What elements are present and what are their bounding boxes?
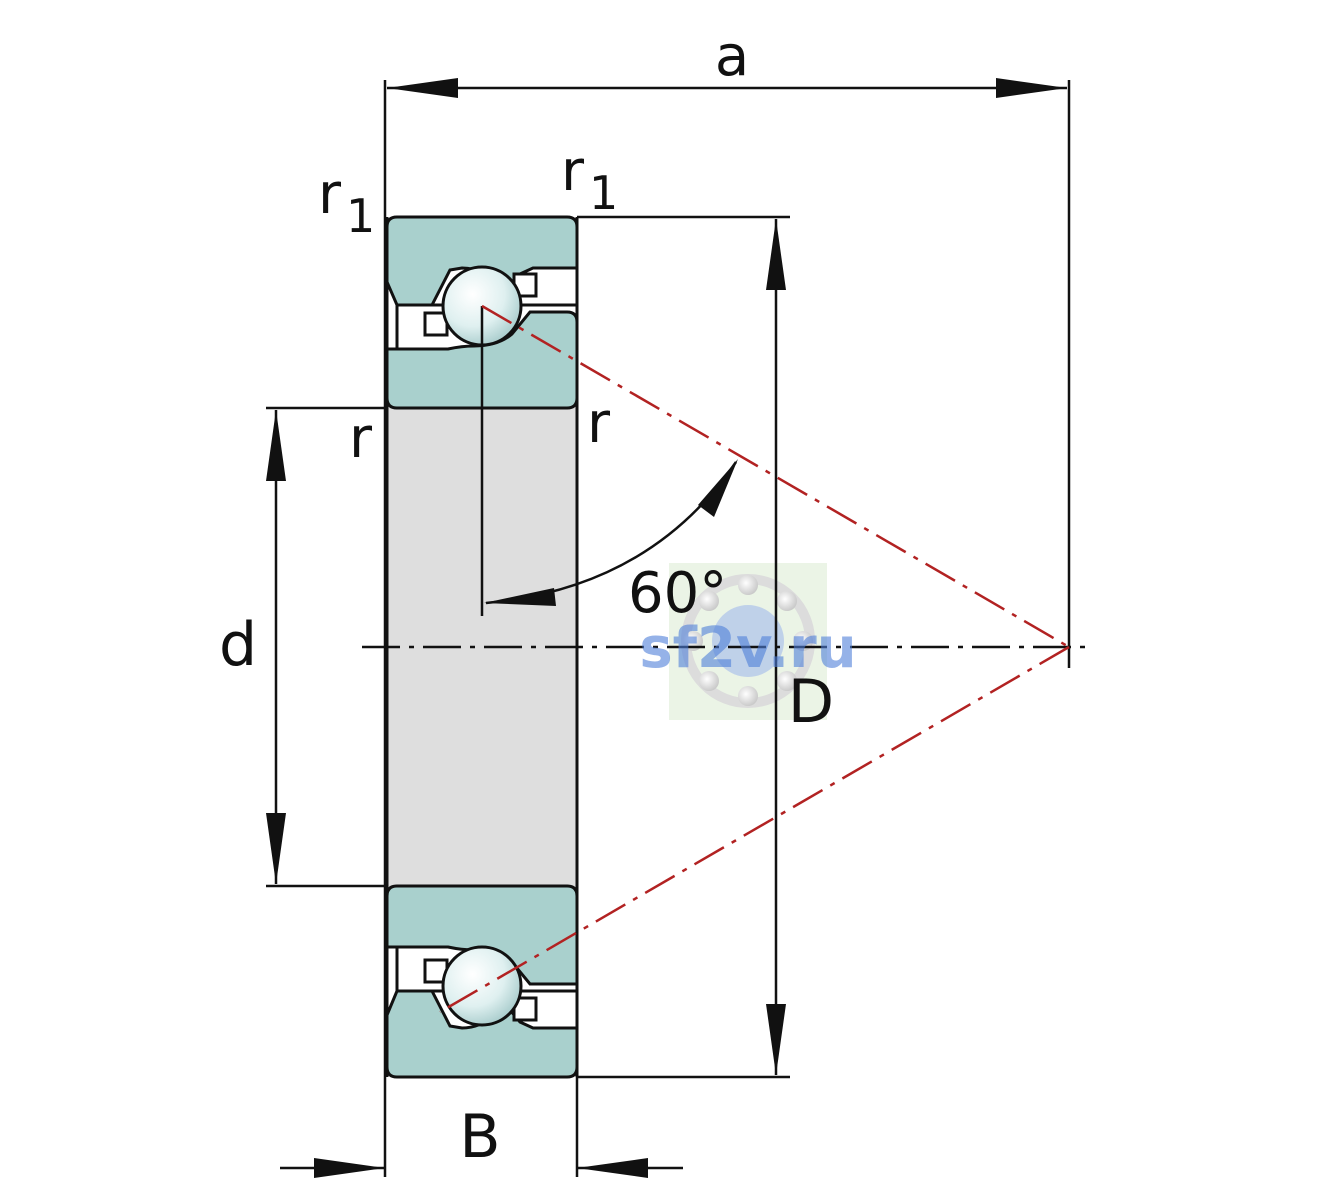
watermark-logo: [669, 563, 827, 720]
contact-angle-arc: [484, 459, 738, 606]
label-D: D: [788, 667, 834, 737]
label-r1-right-sub: 1: [589, 166, 618, 220]
label-angle: 60°: [628, 561, 727, 626]
contact-lines: [439, 304, 1070, 1014]
dimension-D: [766, 219, 786, 1075]
label-r1-right: r: [561, 139, 585, 204]
ball-bottom: [441, 945, 523, 1027]
watermark-text: sf2v.ru: [639, 616, 856, 681]
dimension-B: [280, 1158, 683, 1178]
dimension-d: [266, 410, 286, 884]
dimension-a: [387, 78, 1067, 98]
label-r-right: r: [587, 391, 611, 456]
label-d: d: [219, 610, 257, 680]
extension-lines: [266, 80, 1071, 1177]
label-r1-left: r: [318, 162, 342, 227]
label-a: a: [715, 24, 749, 89]
label-r1-left-sub: 1: [346, 189, 375, 243]
label-B: B: [459, 1102, 500, 1172]
label-r-left: r: [349, 406, 373, 471]
